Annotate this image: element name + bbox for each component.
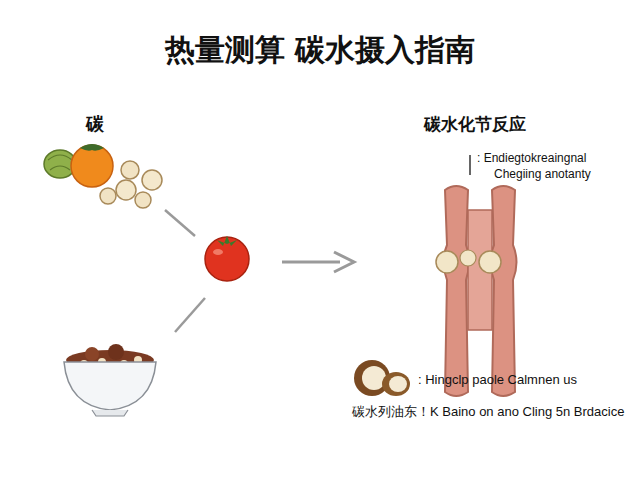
bowl-food — [108, 344, 124, 360]
mushroom-slice — [116, 180, 136, 200]
bowl-foot — [92, 410, 128, 416]
food-bowl — [64, 344, 156, 416]
joint-cartilage — [460, 250, 476, 266]
section-heading: 碳 — [86, 112, 104, 136]
bowl-body — [64, 362, 156, 410]
leader-line — [175, 298, 205, 332]
process-arrow — [282, 252, 354, 272]
tomato-highlight — [213, 249, 223, 255]
fruit-group — [44, 144, 162, 208]
coconut-shell — [382, 372, 410, 396]
mushroom-slice — [135, 192, 151, 208]
coconut-flesh — [389, 376, 407, 392]
artichoke-leaf — [48, 155, 72, 170]
bowl-food — [85, 347, 99, 361]
persimmon — [71, 145, 113, 187]
mushroom-slice — [142, 170, 162, 190]
leader-bar — [469, 155, 471, 175]
diagram-title: 热量测算 碳水摄入指南 — [0, 30, 640, 71]
leader-line — [165, 210, 195, 236]
tomato — [205, 236, 249, 281]
section-heading: 碳水化节反应 — [424, 113, 526, 136]
mushroom-slice — [121, 161, 139, 179]
knee-joint — [436, 186, 517, 396]
arrow-head — [334, 252, 354, 272]
joint-cartilage — [479, 251, 501, 273]
mushroom-slice — [100, 188, 116, 204]
annotation-note: 碳水列油东！K Baino on ano Cling 5n Brdacice — [352, 403, 624, 421]
arrow-shaft — [282, 261, 340, 264]
tomato-stem — [217, 236, 237, 246]
coconut-slices — [354, 360, 410, 396]
annotation-note: : Hingclp paole Calmnen us — [418, 372, 577, 387]
bone — [491, 186, 517, 396]
annotation-note: : Endiegtokreaingnal — [477, 151, 586, 165]
joint-cartilage — [436, 251, 458, 273]
bone — [444, 186, 470, 396]
annotation-note: Chegiing anotanty — [494, 167, 591, 181]
tomato-body — [205, 237, 249, 281]
persimmon-leaf — [80, 144, 104, 151]
